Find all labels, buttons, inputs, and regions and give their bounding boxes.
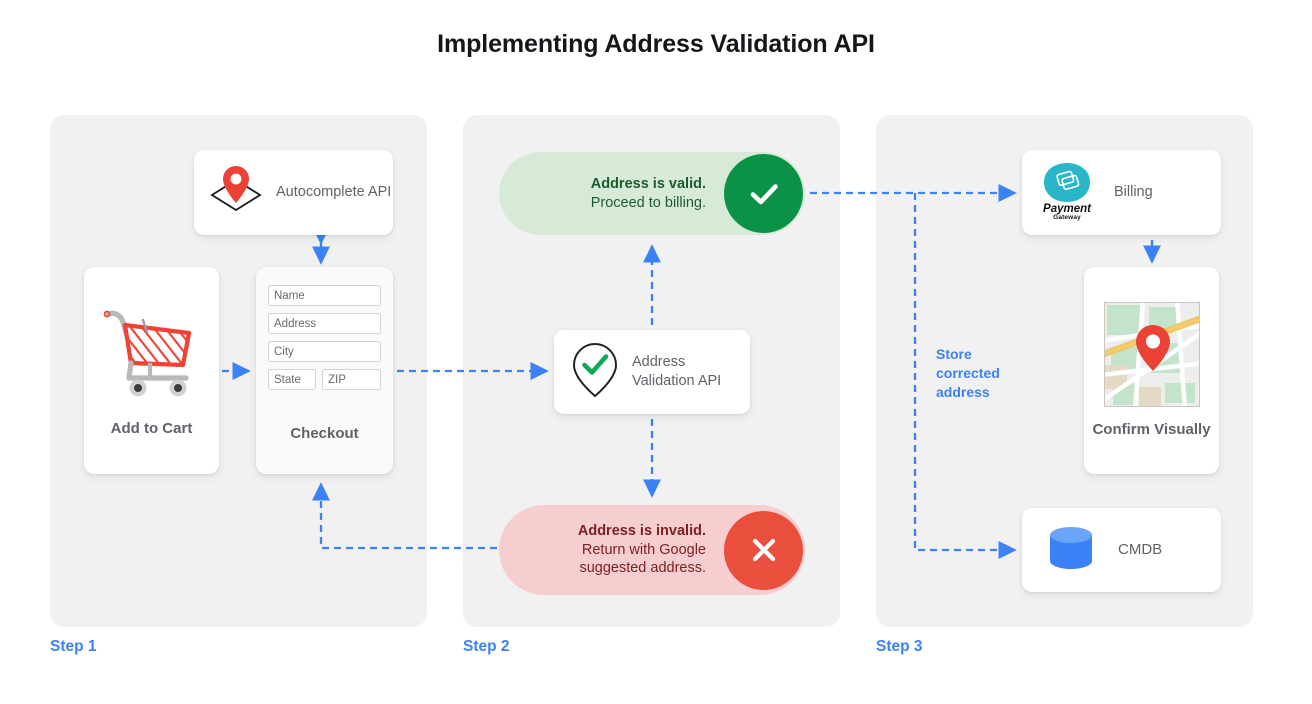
name-field[interactable]: Name [268, 285, 381, 306]
city-field[interactable]: City [268, 341, 381, 362]
address-valid-line2: Proceed to billing. [590, 194, 706, 211]
address-invalid-line1: Address is invalid. [577, 523, 706, 540]
pin-check-icon [570, 341, 620, 404]
state-field[interactable]: State [268, 369, 316, 390]
store-corrected-address-note: Store corrected address [936, 346, 1000, 400]
address-validation-api-label: Address Validation API [632, 354, 722, 389]
address-valid-pill[interactable]: Address is valid. Proceed to billing. [499, 152, 805, 235]
map-thumbnail-icon [1103, 301, 1200, 407]
step-3-label: Step 3 [876, 638, 923, 655]
address-valid-line1: Address is valid. [590, 175, 706, 192]
payment-gateway-icon: Payment Gateway [1034, 159, 1100, 226]
step-1-label: Step 1 [50, 638, 97, 655]
state-zip-row: State ZIP [268, 369, 381, 397]
cmdb-card[interactable]: CMDB [1022, 508, 1221, 592]
address-validation-api-card[interactable]: Address Validation API [554, 330, 750, 414]
database-icon [1046, 523, 1096, 578]
add-to-cart-card[interactable]: Add to Cart [84, 267, 219, 474]
step-2-label: Step 2 [463, 638, 510, 655]
confirm-visually-label: Confirm Visually [1092, 420, 1211, 438]
checkout-label: Checkout [290, 425, 359, 442]
billing-card[interactable]: Payment Gateway Billing [1022, 150, 1221, 235]
address-invalid-line2: Return with Google [581, 541, 706, 558]
address-invalid-line3: suggested address. [579, 560, 706, 577]
svg-text:Payment: Payment [1043, 203, 1092, 215]
shopping-cart-icon [98, 302, 206, 405]
autocomplete-api-label: Autocomplete API [276, 184, 392, 201]
billing-label: Billing [1114, 184, 1153, 201]
page-title: Implementing Address Validation API [437, 30, 875, 58]
address-valid-text: Address is valid. Proceed to billing. [591, 175, 706, 212]
close-icon [724, 510, 803, 590]
zip-field[interactable]: ZIP [322, 369, 381, 390]
address-invalid-text: Address is invalid. Return with Google s… [578, 522, 706, 578]
cmdb-label: CMDB [1118, 541, 1163, 559]
autocomplete-api-card[interactable]: Autocomplete API [194, 150, 393, 235]
svg-text:Gateway: Gateway [1053, 214, 1081, 221]
address-field[interactable]: Address [268, 313, 381, 334]
check-icon [724, 154, 803, 233]
checkout-card[interactable]: Name Address City State ZIP Checkout [256, 267, 393, 474]
add-to-cart-label: Add to Cart [110, 420, 193, 438]
address-invalid-pill[interactable]: Address is invalid. Return with Google s… [499, 505, 805, 595]
map-pin-envelope-icon [208, 164, 264, 221]
confirm-visually-card[interactable]: Confirm Visually [1084, 267, 1219, 474]
